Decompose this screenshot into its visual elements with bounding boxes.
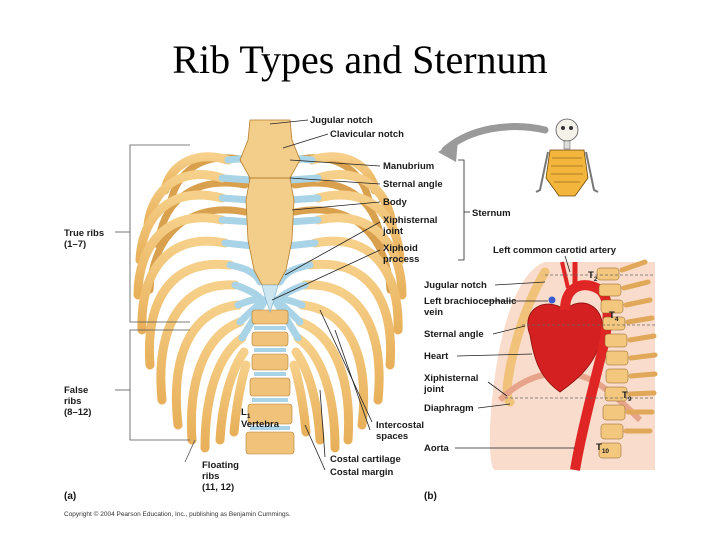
label-intercostal-spaces: Intercostal (376, 420, 424, 431)
label-false-ribs-2: ribs (64, 396, 81, 407)
right-ribs (289, 152, 407, 453)
label-true-ribs: True ribs (64, 228, 104, 239)
page-title: Rib Types and Sternum (172, 37, 548, 82)
label-t10-sub: 10 (602, 448, 610, 455)
label-xiphisternal-joint-a: Xiphisternal (383, 215, 437, 226)
label-t9-sub: 9 (628, 396, 632, 403)
label-floating-ribs: Floating (202, 460, 239, 471)
left-brackets (115, 144, 196, 463)
label-t10-letter: T (596, 442, 602, 453)
vertebral-column (245, 309, 295, 455)
label-t2-sub: 2 (594, 276, 598, 283)
label-costal-margin: Costal margin (330, 467, 394, 478)
label-sternal-angle-b: Sternal angle (424, 329, 484, 340)
label-t2-letter: T (588, 270, 594, 281)
label-clavicular-notch: Clavicular notch (330, 129, 404, 140)
label-manubrium: Manubrium (383, 161, 434, 172)
label-xiphisternal-joint-b-2: joint (423, 384, 445, 395)
label-jugular-notch-a: Jugular notch (310, 115, 373, 126)
panel-b-leaders (455, 255, 575, 449)
label-xiphoid-process-2: process (383, 254, 419, 265)
label-floating-ribs-range: (11, 12) (202, 482, 234, 493)
label-jugular-notch-b: Jugular notch (424, 280, 487, 291)
left-ribs (133, 152, 251, 453)
label-left-brachiocephalic-2: vein (424, 307, 443, 318)
label-t4-sub: 4 (615, 316, 619, 323)
label-aorta: Aorta (424, 443, 450, 454)
label-vertebra: Vertebra (241, 419, 280, 430)
label-xiphisternal-joint-a-2: joint (382, 226, 404, 237)
label-heart: Heart (424, 351, 449, 362)
copyright-text: Copyright © 2004 Pearson Education, Inc.… (64, 510, 291, 518)
label-sternum: Sternum (472, 208, 511, 219)
label-t9-letter: T (622, 390, 628, 401)
mini-skeleton-icon (438, 118, 599, 197)
label-true-ribs-range: (1–7) (64, 239, 86, 250)
sternum (239, 119, 301, 313)
label-t4: T4 (609, 310, 619, 323)
panel-a-leaders (269, 119, 470, 471)
label-left-brachiocephalic: Left brachiocephalic (424, 296, 516, 307)
label-vertebra-l: L1 (241, 407, 251, 420)
label-vertebra-letter: L (241, 407, 247, 418)
label-diaphragm: Diaphragm (424, 403, 474, 414)
rib-cage-illustration (133, 119, 407, 455)
vertebral-level-lines (505, 274, 655, 399)
label-false-ribs: False (64, 385, 88, 396)
panel-a-label: (a) (64, 491, 76, 502)
label-costal-cartilage: Costal cartilage (330, 454, 401, 465)
label-body: Body (383, 197, 407, 208)
label-t4-letter: T (609, 310, 615, 321)
label-t10: T10 (596, 442, 609, 455)
label-left-common-carotid: Left common carotid artery (493, 245, 617, 256)
label-t2: T2 (588, 270, 598, 283)
label-xiphisternal-joint-b: Xiphisternal (424, 373, 478, 384)
label-sternal-angle-a: Sternal angle (383, 179, 443, 190)
label-floating-ribs-2: ribs (202, 471, 219, 482)
label-t9: T9 (622, 390, 632, 403)
label-xiphoid-process: Xiphoid (383, 243, 418, 254)
label-intercostal-spaces-2: spaces (376, 431, 408, 442)
thoracic-spine (596, 259, 658, 459)
label-vertebra-sub: 1 (247, 413, 251, 420)
panel-b-label: (b) (424, 491, 437, 502)
label-false-ribs-range: (8–12) (64, 407, 91, 418)
sagittal-view-illustration (489, 259, 658, 471)
